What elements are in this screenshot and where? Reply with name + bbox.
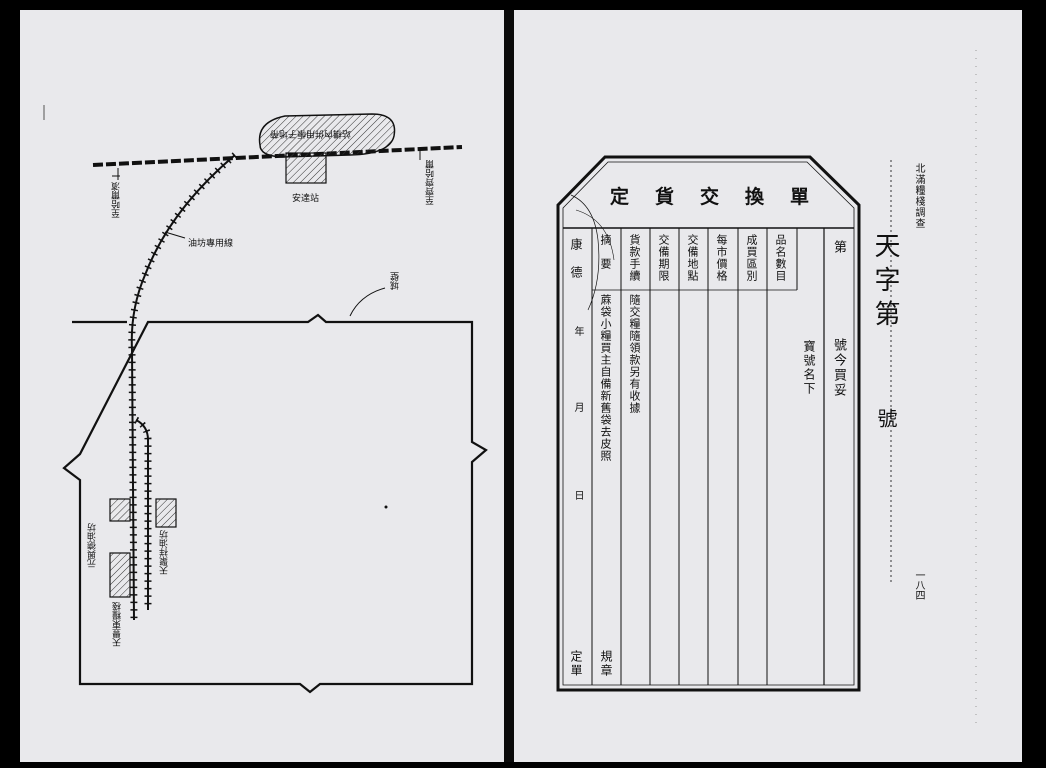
row-meishi-label: 每市價格 <box>715 234 728 282</box>
spur-line-label: 油坊專用線 <box>188 239 234 249</box>
left-page-map: 站構內倂用帳子地帶 安達站 至哈爾濱 至齊齊哈爾 油坊專用線 城壁 元興德油坊 … <box>20 10 504 762</box>
row-huokuan-value: 隨交糧隨領款另有收據 <box>628 294 641 414</box>
mill-label-3: 天豐東糧棧 <box>113 602 123 647</box>
row-jiaobei-qixian-label: 交備期限 <box>657 234 670 282</box>
row-zhaiyao-label: 摘 要 <box>599 234 612 270</box>
mill-label-1: 元興德油坊 <box>88 523 98 568</box>
direction-qiqihar-label: 至齊齊哈爾 <box>426 160 436 205</box>
station-name-label: 安達站 <box>292 194 320 204</box>
map-drawing <box>43 105 488 694</box>
col-header-di: 第 <box>831 240 846 255</box>
serial-suffix: 號 <box>874 408 898 428</box>
right-page-form: 定貨交換單 天字第 號 北滿糧棧調查 一八四 第 號今買妥 寶號名下 品名數目 … <box>514 10 1022 762</box>
row-jiaobei-didian-label: 交備地點 <box>686 234 699 282</box>
mill-label-2: 天聚祥油坊 <box>160 530 170 575</box>
form-title: 定貨交換單 <box>610 186 836 208</box>
form-frame <box>556 50 977 730</box>
date-year: 年 <box>572 326 583 336</box>
running-header: 北滿糧棧調查 <box>913 163 924 229</box>
date-month: 月 <box>572 402 583 412</box>
serial-prefix: 天字第 <box>870 232 900 334</box>
station-building-label: 站構內倂用帳子地帶 <box>270 128 352 138</box>
book-spine <box>504 10 514 762</box>
row-guizhang-label: 規章 <box>599 650 613 678</box>
direction-harbin-label: 至哈爾濱 <box>112 182 122 218</box>
date-footer: 定單 <box>569 650 583 678</box>
row-chengmai-label: 成買區別 <box>745 234 758 282</box>
col-body-di-2: 寶號名下 <box>802 340 816 396</box>
page-number: 一八四 <box>913 570 924 600</box>
city-wall-label: 城壁 <box>391 272 401 290</box>
row-zhaiyao-value: 蔴袋小糧買主自備新舊袋去皮照 <box>599 294 612 462</box>
row-pinming-label: 品名數目 <box>774 234 787 282</box>
date-day: 日 <box>572 490 583 500</box>
col-body-di: 號今買妥 <box>831 338 846 398</box>
row-huokuan-label: 貨款手續 <box>628 234 641 282</box>
date-era: 康 德 <box>569 238 583 280</box>
